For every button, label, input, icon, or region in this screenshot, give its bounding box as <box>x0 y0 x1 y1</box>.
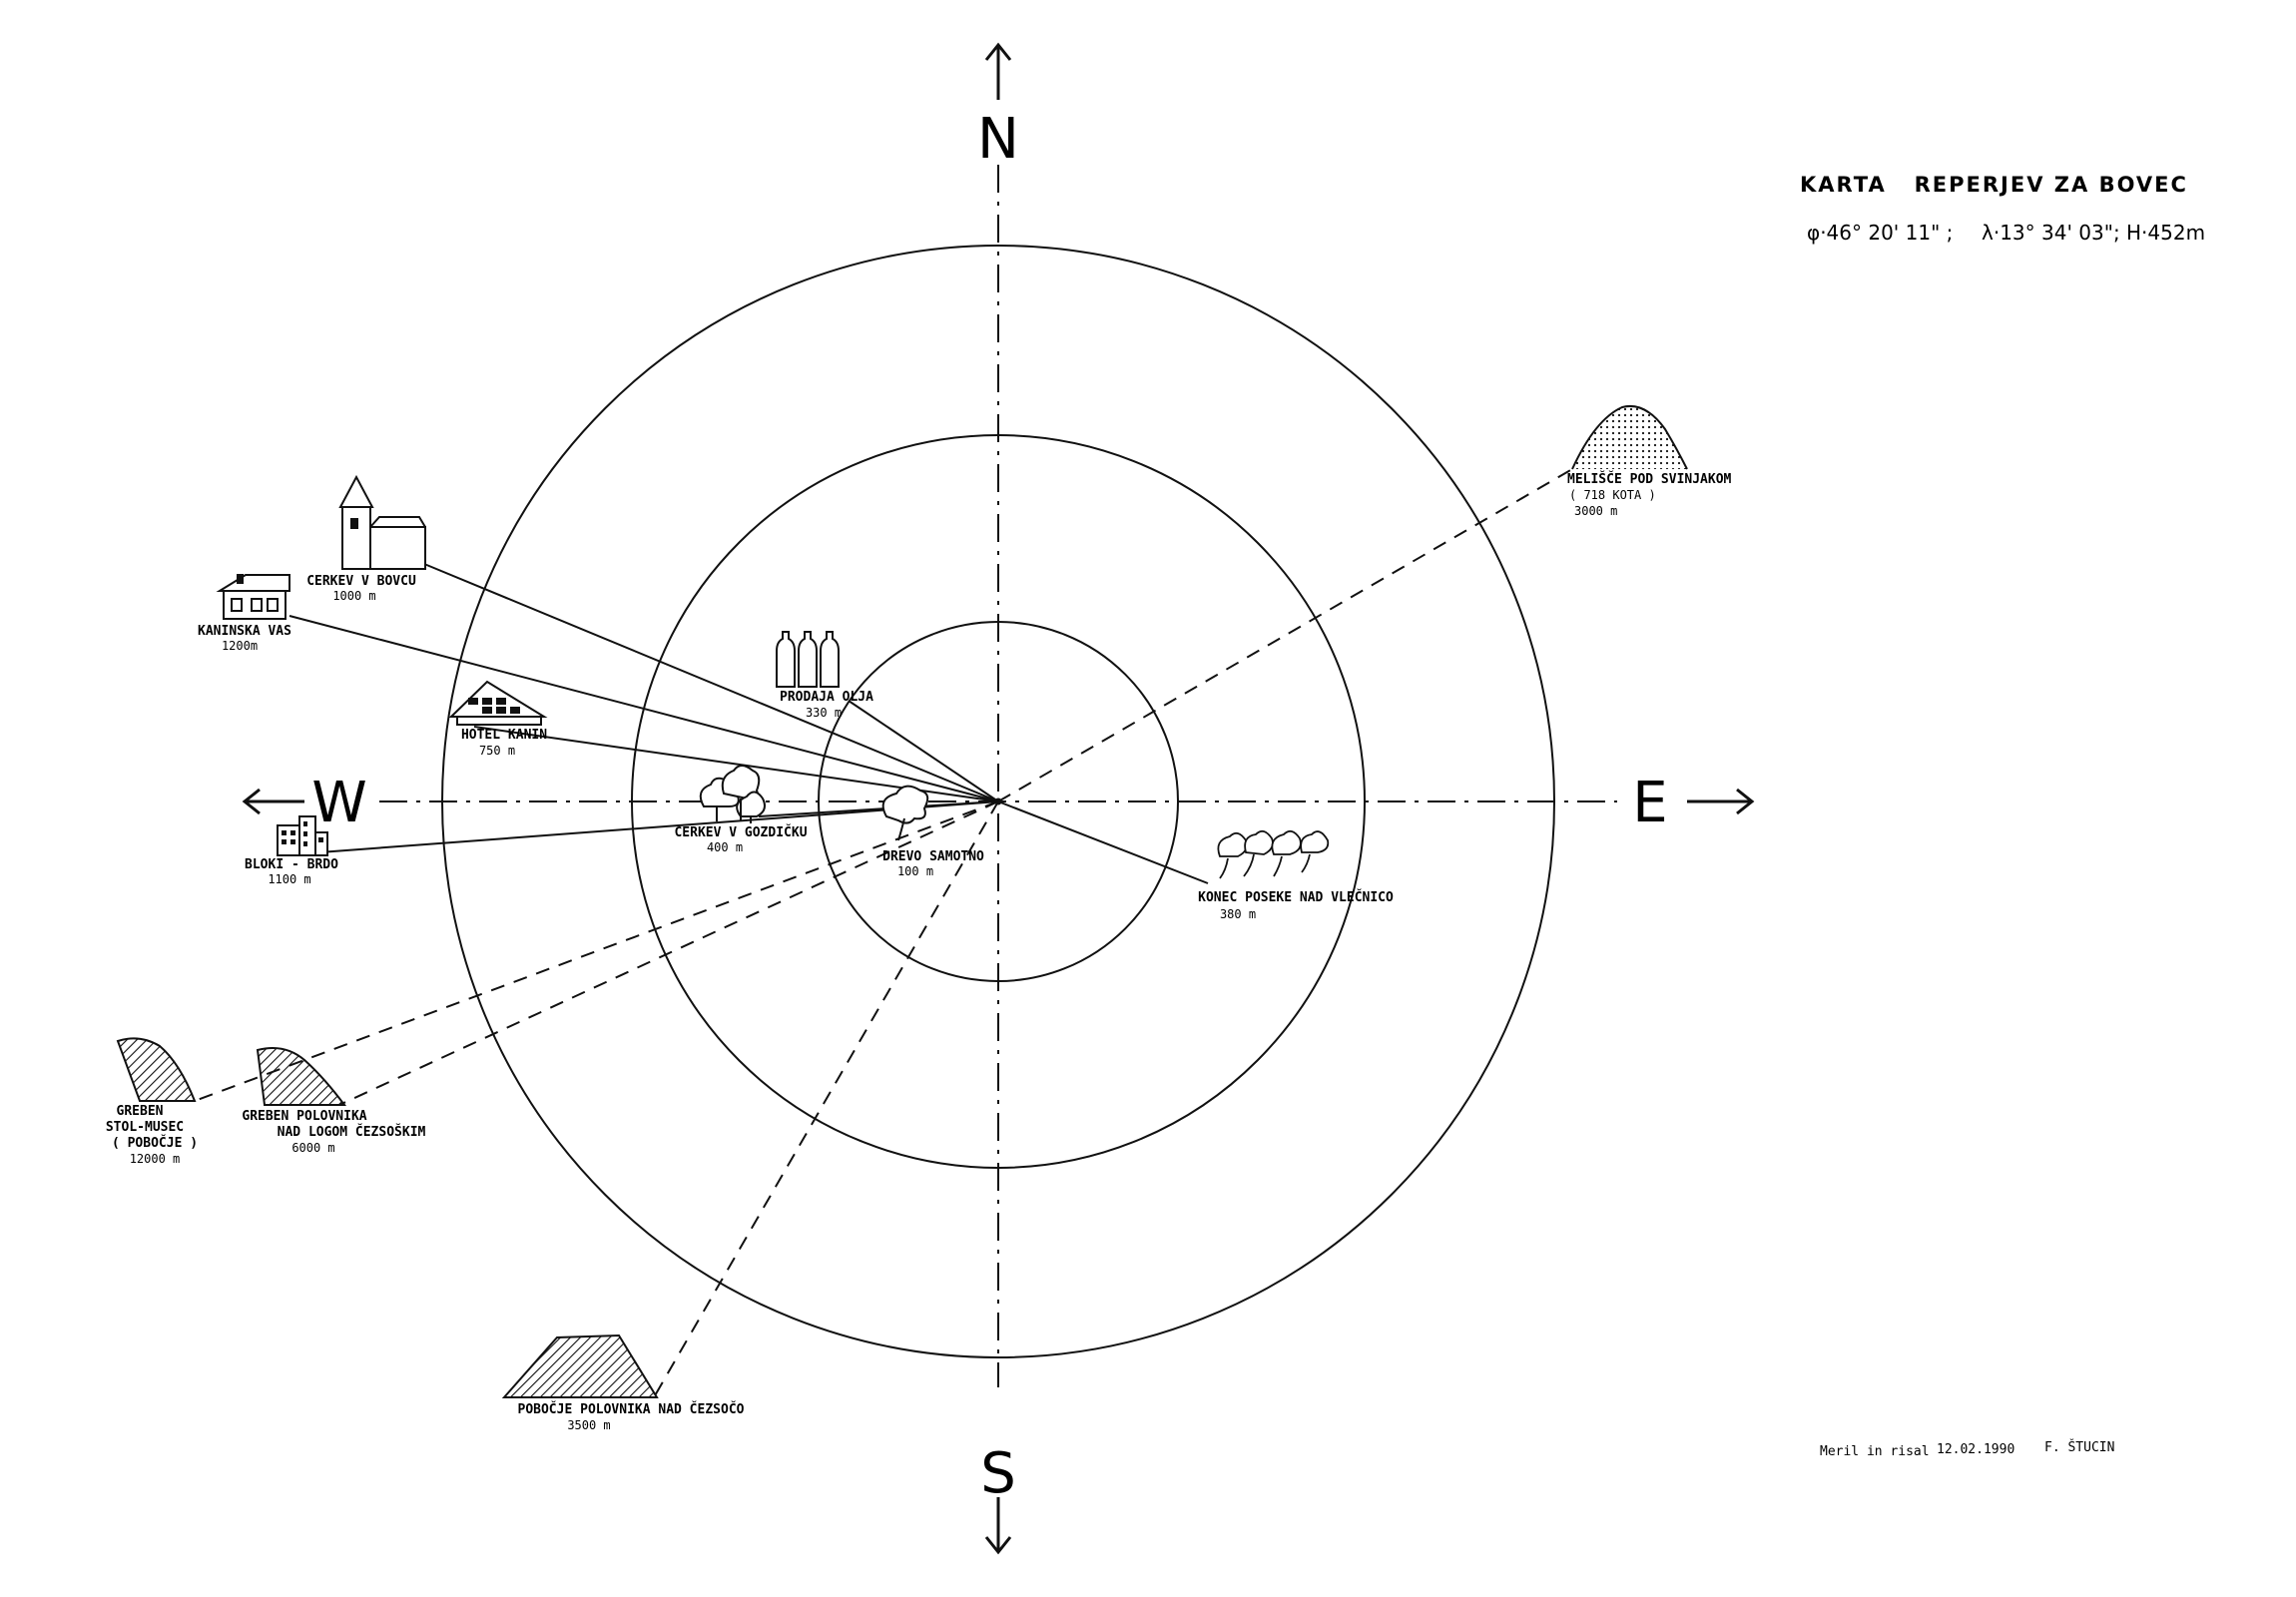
greben-stol-name2: STOL-MUSEC <box>106 1120 184 1135</box>
south-arrowhead <box>984 1536 1012 1555</box>
line-greben-polovnika <box>338 800 999 1106</box>
konec-poseke-name: KONEC POSEKE NAD VLEČNICO <box>1198 889 1394 905</box>
prodaja-olja-name: PRODAJA OLJA <box>780 690 873 705</box>
cerkev-bovcu-name: CERKEV V BOVCU <box>306 574 416 589</box>
melisce-distance: 3000 m <box>1574 504 1617 518</box>
pobocje-polovnika-name: POBOČJE POLOVNIKA NAD ČEZSOČO <box>518 1401 745 1417</box>
west-label: W <box>311 771 366 835</box>
slope-polovnika-icon <box>501 1333 659 1398</box>
south-label: S <box>980 1441 1016 1506</box>
lone-tree-icon <box>881 785 929 841</box>
greben-polovnika-name2: NAD LOGOM ČEZSOŠKIM <box>278 1124 426 1140</box>
coords-height: H·452m <box>2126 221 2205 245</box>
house-kaninska-vas-icon <box>216 574 290 620</box>
coords-latitude: φ·46° 20' 11" ; <box>1807 221 1953 245</box>
trees-icon <box>699 765 766 823</box>
greben-stol-distance: 12000 m <box>130 1152 181 1166</box>
hotel-kanin-name: HOTEL KANIN <box>461 728 547 743</box>
solid-sight-lines <box>288 563 1209 884</box>
line-konec-poseke <box>997 800 1209 884</box>
apartment-block-icon <box>277 815 328 856</box>
bloki-brdo-distance: 1100 m <box>268 872 310 886</box>
west-arrowhead <box>242 788 261 815</box>
oil-bottles-icon <box>776 631 840 688</box>
ridge-stol-icon <box>116 1037 197 1102</box>
north-arrowhead <box>984 42 1012 61</box>
credit-date: 12.02.1990 <box>1937 1442 2014 1457</box>
melisce-subtitle: ( 718 KOTA ) <box>1569 488 1656 502</box>
prodaja-olja-distance: 330 m <box>806 706 842 720</box>
line-kaninska-vas <box>288 615 999 802</box>
greben-polovnika-distance: 6000 m <box>291 1141 334 1155</box>
konec-poseke-distance: 380 m <box>1220 907 1256 921</box>
kaninska-vas-distance: 1200m <box>222 639 258 653</box>
scree-hill-icon <box>1571 405 1688 470</box>
cerkev-bovcu-distance: 1000 m <box>332 589 375 603</box>
church-bovec-icon <box>338 474 426 570</box>
compass-arrows <box>242 42 1755 1555</box>
line-cerkev-gozdicku <box>758 800 999 817</box>
cerkev-gozdicku-distance: 400 m <box>707 840 743 854</box>
greben-stol-name3: ( POBOČJE ) <box>112 1135 198 1151</box>
kaninska-vas-name: KANINSKA VAS <box>198 624 291 639</box>
line-melisce <box>997 468 1573 802</box>
drevo-samotno-distance: 100 m <box>897 864 933 878</box>
line-prodaja-olja <box>848 700 999 802</box>
map-title: KARTA REPERJEV ZA BOVEC <box>1800 173 2188 197</box>
compass-axes <box>379 165 1617 1387</box>
clearing-trees-icon <box>1217 829 1330 879</box>
credit-text: Meril in risal <box>1820 1444 1930 1459</box>
coords-longitude: λ·13° 34' 03"; <box>1982 221 2120 245</box>
melisce-name: MELIŠČE POD SVINJAKOM <box>1567 471 1732 487</box>
north-label: N <box>977 107 1019 172</box>
credit-author: F. ŠTUCIN <box>2044 1439 2114 1455</box>
greben-stol-name1: GREBEN <box>117 1104 164 1119</box>
line-cerkev-bovcu <box>423 563 999 802</box>
dashed-sight-lines <box>194 468 1573 1398</box>
hotel-kanin-distance: 750 m <box>479 744 515 758</box>
observation-point <box>994 798 1002 805</box>
line-pobocje-polovnika <box>653 800 999 1398</box>
bloki-brdo-name: BLOKI - BRDO <box>245 857 338 872</box>
east-arrowhead <box>1736 788 1755 815</box>
east-label: E <box>1632 771 1667 835</box>
hotel-kanin-icon <box>448 680 548 726</box>
greben-polovnika-name1: GREBEN POLOVNIKA <box>242 1109 366 1124</box>
drevo-samotno-name: DREVO SAMOTNO <box>882 849 984 864</box>
cerkev-gozdicku-name: CERKEV V GOZDIČKU <box>674 824 807 840</box>
ridge-polovnika-icon <box>256 1047 346 1106</box>
pobocje-polovnika-distance: 3500 m <box>567 1418 610 1432</box>
